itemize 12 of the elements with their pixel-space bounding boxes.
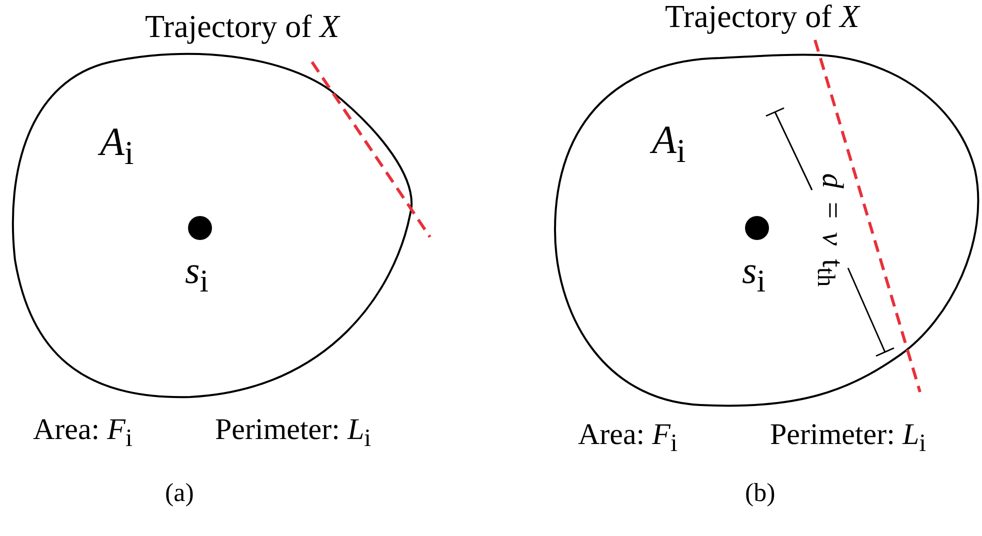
area-label: Area: F$_{i}$ <box>33 415 132 451</box>
region-label: A$_{i}$ <box>652 120 686 168</box>
region-label: A$_{i}$ <box>100 122 134 170</box>
trajectory-caption: Trajectory of X <box>665 0 860 32</box>
area-label: Area: F$_{i}$ <box>578 420 678 456</box>
panel-caption: (b) <box>745 480 776 506</box>
perimeter-label: Perimeter: L$_{i}$ <box>215 415 372 451</box>
region-label: s$_{i}$ <box>742 252 766 298</box>
perimeter-label: Perimeter: L$_{i}$ <box>770 420 926 456</box>
region-label: s$_{i}$ <box>185 252 209 298</box>
panel-caption: (a) <box>165 480 194 506</box>
trajectory-caption: Trajectory of X <box>145 10 340 42</box>
